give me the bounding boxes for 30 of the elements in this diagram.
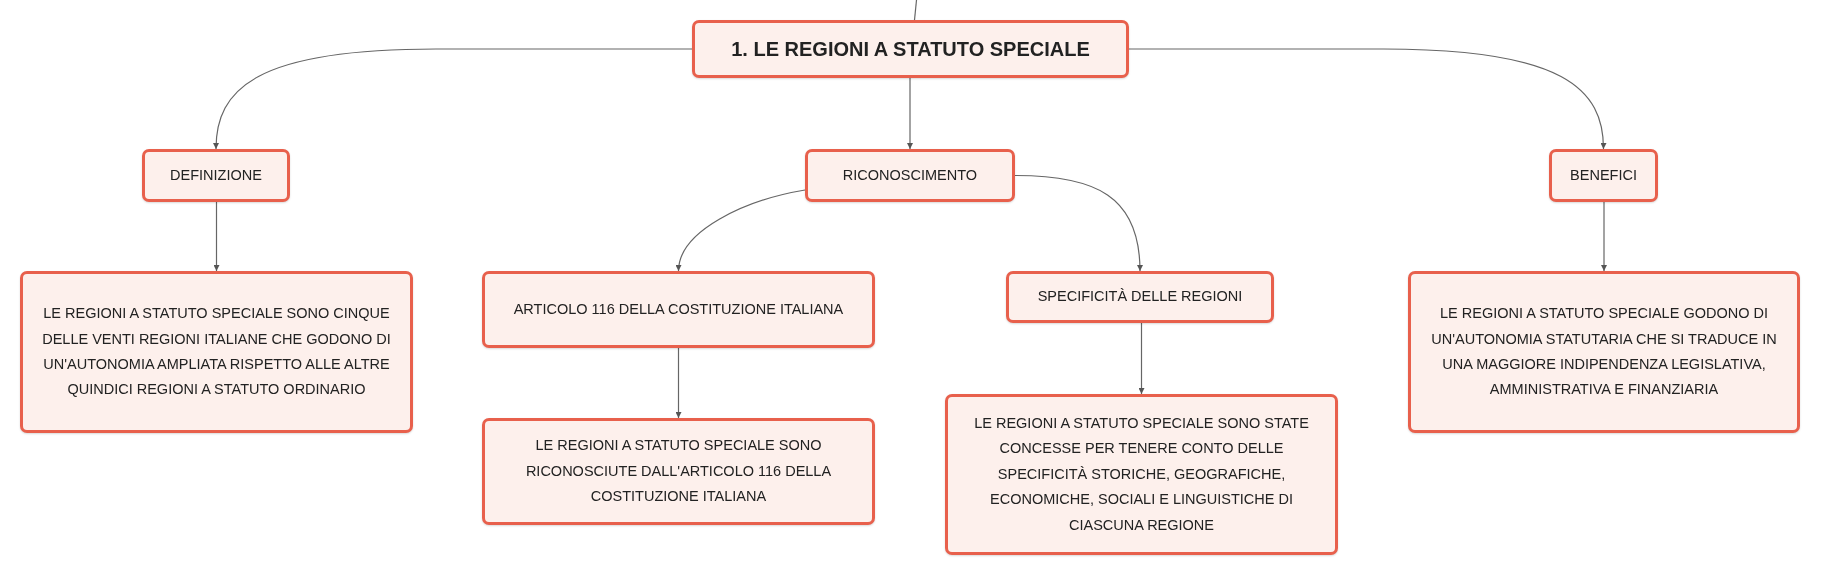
node-text: ARTICOLO 116 DELLA COSTITUZIONE ITALIANA [513, 299, 844, 319]
connector-line [913, 0, 918, 21]
concept-box [1408, 271, 1800, 433]
arrow [1014, 174, 1143, 272]
arrow [675, 347, 682, 419]
concept-box [482, 418, 875, 525]
concept-box [1006, 271, 1274, 323]
concept-box [945, 394, 1338, 555]
arrow [1128, 48, 1607, 150]
node-text: LE REGIONI A STATUTO SPECIALE SONO STATE CONCESSE PER TENERE CONTO DELLE SPECIFICITÀ STORICHE, GEOGRAFICHE, ECONOMICHE, SOCIALI E LINGUISTICHE DI CIASCUNA REGIONE [973, 414, 1310, 535]
node-text: LE REGIONI A STATUTO SPECIALE SONO CINQUE DELLE VENTI REGIONI ITALIANE CHE GODONO DI UN'AUTONOMIA AMPLIATA RISPETTO ALLE ALTRE QUINDICI REGIONI A STATUTO ORDINARIO [41, 304, 392, 400]
node-text: SPECIFICITÀ DELLE REGIONI [1037, 287, 1243, 307]
concept-box [142, 149, 290, 202]
node-text: 1. LE REGIONI A STATUTO SPECIALE [731, 36, 1090, 62]
node-text: DEFINIZIONE [170, 165, 262, 185]
arrow [1601, 201, 1607, 272]
concept-box [805, 149, 1015, 202]
node-text: LE REGIONI A STATUTO SPECIALE GODONO DI UN'AUTONOMIA STATUTARIA CHE SI TRADUCE IN UNA MAGGIORE INDIPENDENZA LEGISLATIVA, AMMINISTRATIVA E FINANZIARIA [1430, 304, 1778, 400]
arrow [213, 201, 220, 272]
topic-box [692, 20, 1129, 78]
node-text: LE REGIONI A STATUTO SPECIALE SONO RICONOSCIUTE DALL'ARTICOLO 116 DELLA COSTITUZIONE ITALIANA [524, 436, 833, 507]
concept-box [1549, 149, 1658, 202]
node-text: RICONOSCIMENTO [842, 165, 978, 185]
concept-box [482, 271, 875, 348]
arrow [907, 77, 913, 150]
arrow [1138, 322, 1145, 395]
arrow [676, 189, 806, 272]
arrow [213, 48, 693, 150]
node-text: BENEFICI [1570, 165, 1637, 185]
concept-box [20, 271, 413, 433]
